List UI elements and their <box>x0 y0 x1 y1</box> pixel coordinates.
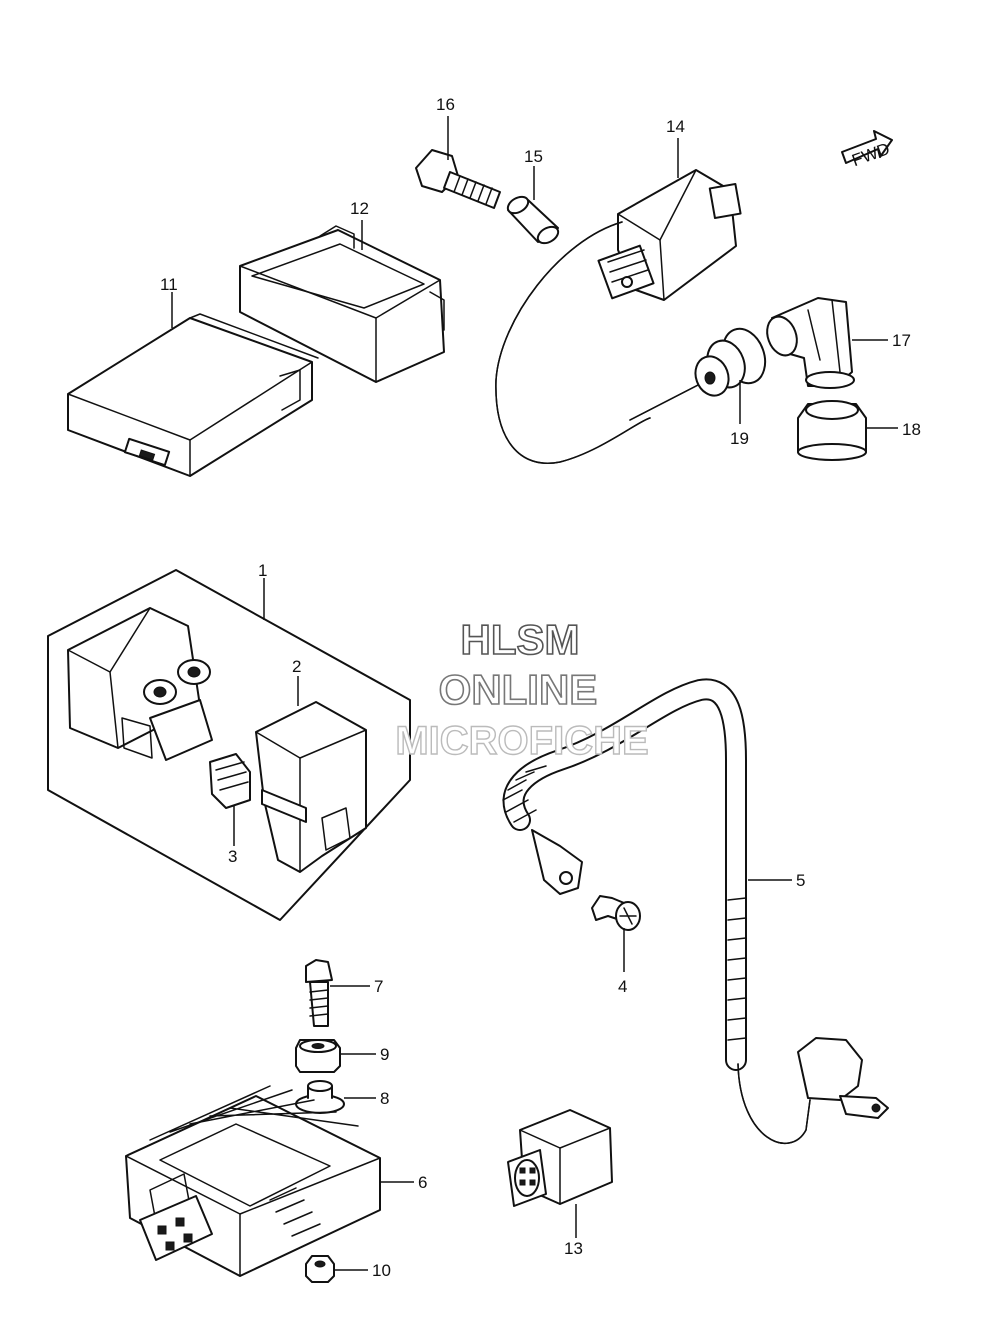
part-18-cover <box>797 400 867 461</box>
callout-labels: 16 15 14 12 11 17 19 18 1 2 3 5 4 7 9 8 … <box>160 95 921 1280</box>
callout-17: 17 <box>892 331 911 350</box>
callout-10: 10 <box>372 1261 391 1280</box>
part-9-grommet <box>295 1039 341 1073</box>
part-3-fuse <box>209 753 251 809</box>
callout-1: 1 <box>258 561 267 580</box>
watermark-line-3: MICROFICHE <box>395 719 648 763</box>
callout-18: 18 <box>902 420 921 439</box>
part-10-nut <box>305 1255 335 1283</box>
part-4-screw <box>591 895 641 931</box>
callout-8: 8 <box>380 1089 389 1108</box>
callout-12: 12 <box>350 199 369 218</box>
part-13-connector <box>507 1109 613 1207</box>
watermark: HLSM ONLINE MICROFICHE <box>395 615 650 764</box>
part-7-bolt <box>305 959 333 1027</box>
part-16-bolt <box>415 149 501 209</box>
fwd-arrow-icon: FWD <box>841 130 893 170</box>
part-11-ecu <box>67 313 319 477</box>
part-6-regulator-rectifier <box>125 1085 381 1277</box>
callout-15: 15 <box>524 147 543 166</box>
callout-7: 7 <box>374 977 383 996</box>
callout-9: 9 <box>380 1045 389 1064</box>
callout-11: 11 <box>160 275 178 294</box>
part-14-ignition-coil <box>495 169 742 464</box>
part-17-plug-cap <box>766 297 855 389</box>
callout-5: 5 <box>796 871 805 890</box>
watermark-line-1: HLSM <box>461 616 580 663</box>
callout-16: 16 <box>436 95 455 114</box>
fwd-label: FWD <box>849 139 892 170</box>
part-15-sleeve <box>506 195 560 245</box>
callout-19: 19 <box>730 429 749 448</box>
callout-14: 14 <box>666 117 685 136</box>
callout-4: 4 <box>618 977 627 996</box>
callout-2: 2 <box>292 657 301 676</box>
part-12-ecu-case <box>239 225 445 383</box>
leader-lines <box>171 116 898 1271</box>
part-19-grommet <box>694 327 767 397</box>
part-2-relay-cover <box>255 701 367 873</box>
part-5-battery-cable <box>502 678 889 1145</box>
callout-3: 3 <box>228 847 237 866</box>
callout-13: 13 <box>564 1239 583 1258</box>
callout-6: 6 <box>418 1173 427 1192</box>
watermark-line-2: ONLINE <box>439 666 598 713</box>
part-8-collar <box>295 1080 345 1114</box>
